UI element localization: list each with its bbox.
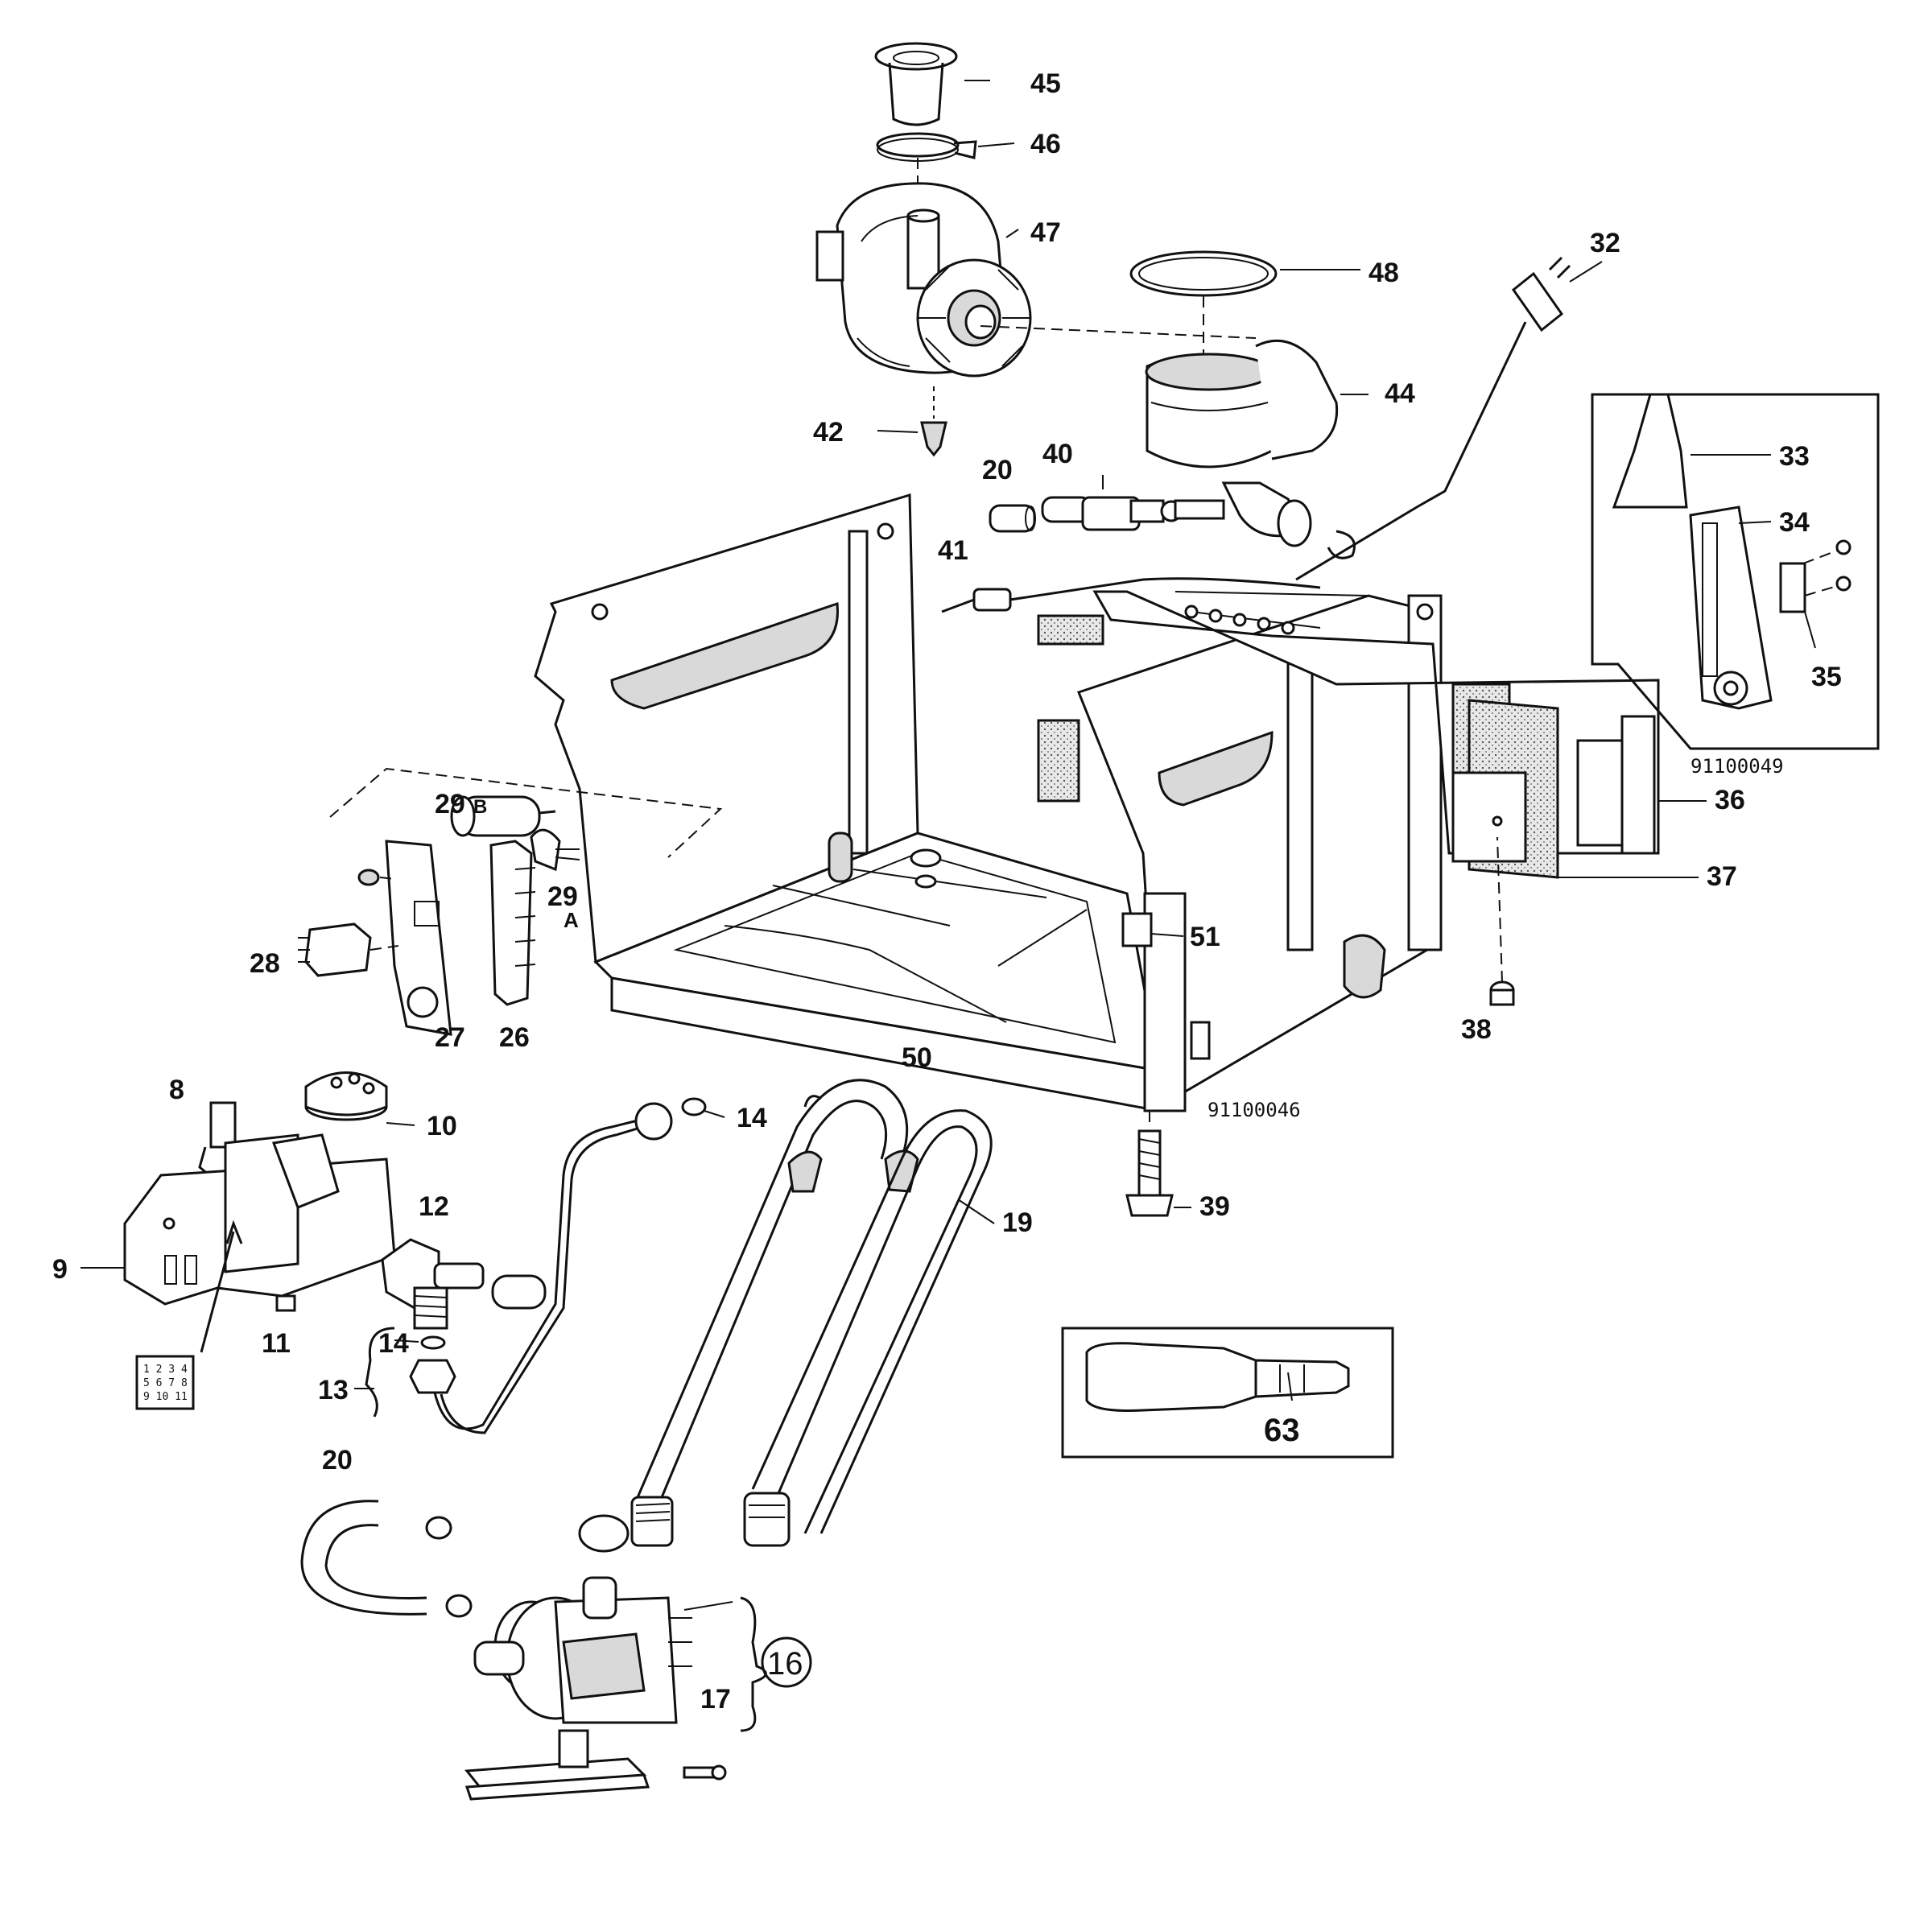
label-12: 12: [419, 1191, 449, 1222]
label-14-top: 14: [737, 1103, 767, 1133]
label-17: 17: [700, 1684, 731, 1715]
connector-row-1: 1 2 3 4: [143, 1364, 188, 1376]
hose-clip: [1327, 530, 1356, 559]
terminal-block-26: [489, 840, 536, 1006]
suppressor-29a: [530, 828, 580, 872]
label-44: 44: [1385, 378, 1415, 409]
sleeve-45: [874, 42, 958, 126]
label-26: 26: [499, 1022, 530, 1053]
label-46: 46: [1030, 129, 1061, 159]
nut-13: [409, 1359, 456, 1394]
label-10: 10: [427, 1111, 457, 1141]
hose-20-lower: [300, 1500, 473, 1618]
pressure-switch-10: [304, 1071, 388, 1121]
label-40: 40: [1042, 439, 1073, 469]
label-48: 48: [1368, 258, 1399, 288]
clamp-46: [876, 132, 977, 162]
power-cord-32: [1295, 256, 1571, 581]
hose-clip-lower: [578, 1514, 630, 1553]
drawing-code-inset: 91100049: [1690, 755, 1784, 778]
fill-hose-19: [743, 1109, 993, 1547]
label-38: 38: [1461, 1014, 1492, 1045]
label-63: 63: [1264, 1413, 1300, 1448]
ring-48: [1129, 250, 1278, 297]
connector-row-3: 9 10 11: [143, 1391, 188, 1403]
pump-motor-47: [815, 182, 1032, 378]
clip-51: [1121, 912, 1153, 947]
connector-row-2: 5 6 7 8: [143, 1377, 188, 1389]
capacitor-29b: [450, 795, 556, 837]
drain-hose-50: [630, 1079, 919, 1547]
label-37: 37: [1707, 861, 1737, 892]
label-35: 35: [1811, 662, 1842, 692]
pointer-arrow: [200, 1231, 235, 1353]
relay-28: [298, 922, 399, 977]
bracket-13: [365, 1327, 395, 1418]
label-39: 39: [1199, 1191, 1230, 1222]
connector-label-panel: 1 2 3 4 5 6 7 8 9 10 11: [135, 1355, 195, 1410]
label-16: 16: [767, 1646, 803, 1682]
label-29a-suffix: A: [564, 908, 579, 932]
tool-box-63: [1061, 1327, 1394, 1459]
screw-39: [1125, 1111, 1174, 1217]
label-13: 13: [318, 1375, 349, 1405]
insulation-panel-37: [1451, 699, 1559, 879]
switch-8: [198, 1101, 237, 1177]
label-47: 47: [1030, 217, 1061, 248]
label-51: 51: [1190, 922, 1220, 952]
sump-44: [1145, 339, 1339, 547]
leader-lines: [80, 80, 1816, 1611]
label-45: 45: [1030, 68, 1061, 99]
label-29b: 29: [435, 789, 465, 819]
part-labels: 45 46 47 48 32 44 42 40 20 41 33 34 35 9…: [52, 68, 1842, 1715]
label-8: 8: [169, 1075, 184, 1105]
label-36: 36: [1715, 785, 1745, 815]
foot-38: [1489, 836, 1515, 1006]
label-16-circle: [761, 1636, 812, 1688]
drain-plug-42: [920, 386, 947, 457]
label-33: 33: [1779, 441, 1810, 472]
label-42: 42: [813, 417, 844, 448]
label-11: 11: [262, 1328, 291, 1359]
label-14-bottom: 14: [378, 1328, 409, 1359]
drawing-code-main: 91100046: [1208, 1099, 1301, 1121]
base-plate-17: [464, 1729, 727, 1801]
label-29b-suffix: B: [473, 796, 487, 818]
drain-pump-16: [473, 1576, 692, 1724]
label-29a: 29: [547, 881, 578, 912]
label-41: 41: [938, 535, 968, 566]
mounting-plate-9: [123, 1133, 396, 1306]
o-ring-14-lower: [420, 1335, 446, 1350]
inlet-valve-40: [1041, 475, 1225, 531]
cable-grommet-41: [941, 577, 1321, 613]
label-19: 19: [1002, 1207, 1033, 1238]
hose-end-20-top: [989, 504, 1036, 533]
label-34: 34: [1779, 507, 1810, 538]
support-inset: [1591, 393, 1880, 750]
label-20-top: 20: [982, 455, 1013, 485]
clip-11: [275, 1294, 296, 1312]
bracket-27: [357, 840, 452, 1036]
pressure-tube: [433, 1097, 707, 1434]
arrow-head: [225, 1219, 243, 1244]
label-50: 50: [902, 1042, 932, 1073]
dashed-group-outline: [329, 767, 723, 858]
label-27: 27: [435, 1022, 465, 1053]
label-9: 9: [52, 1254, 68, 1285]
label-20-bottom: 20: [322, 1445, 353, 1475]
valve-12: [381, 1238, 547, 1330]
label-28: 28: [250, 948, 280, 979]
label-32: 32: [1590, 228, 1620, 258]
